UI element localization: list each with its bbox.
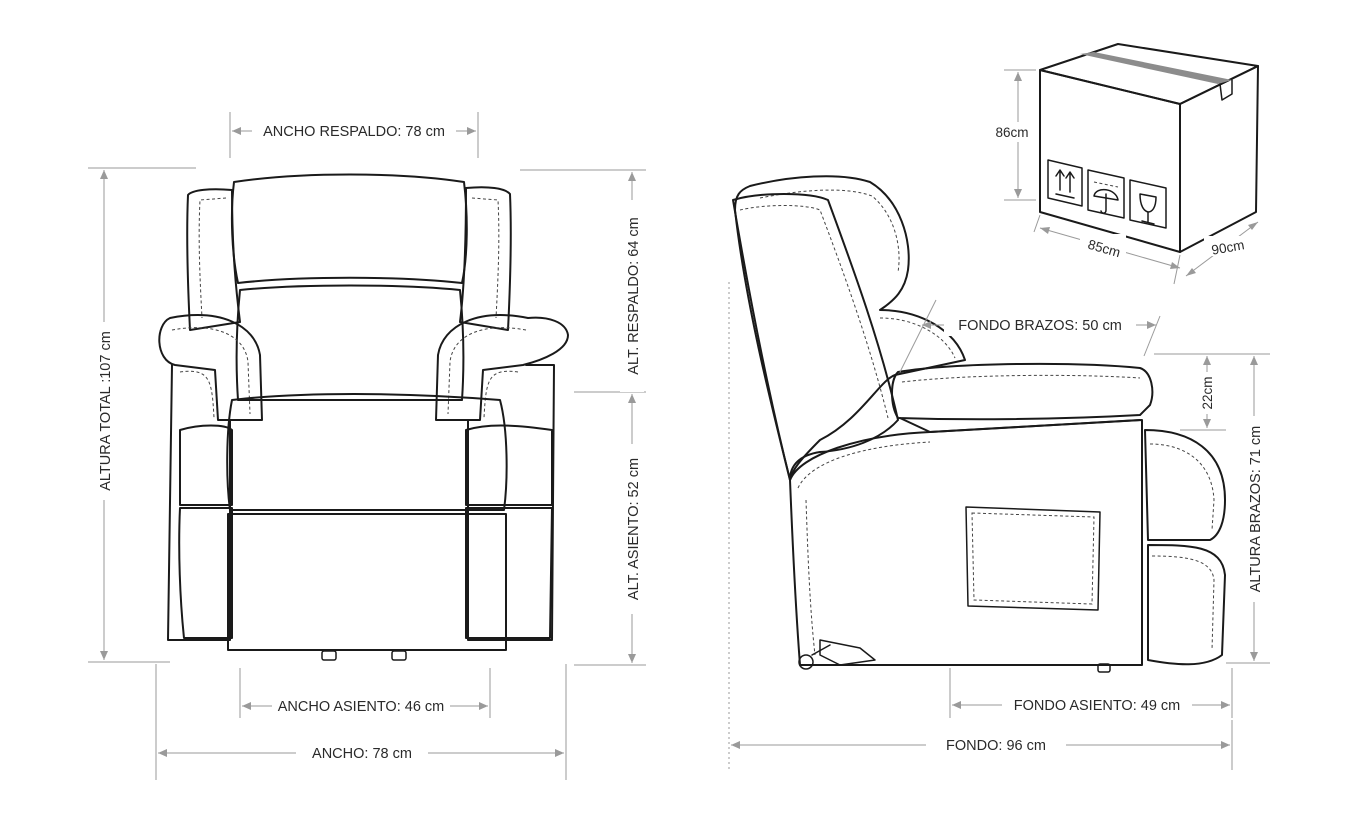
brazo-alto-label: 22cm bbox=[1200, 376, 1215, 409]
alt-respaldo-label: ALT. RESPALDO: 64 cm bbox=[626, 217, 642, 374]
fondo-label: FONDO: 96 cm bbox=[946, 738, 1046, 754]
altura-brazos-label: ALTURA BRAZOS: 71 cm bbox=[1248, 426, 1264, 593]
ancho-label: ANCHO: 78 cm bbox=[312, 746, 412, 762]
this-way-up-icon bbox=[1047, 159, 1083, 207]
fondo-brazos-label: FONDO BRAZOS: 50 cm bbox=[958, 318, 1122, 334]
alt-asiento-label: ALT. ASIENTO: 52 cm bbox=[626, 458, 642, 600]
package-dimensions: 86cm 85cm 90cm bbox=[990, 69, 1259, 285]
keep-dry-icon bbox=[1087, 169, 1125, 219]
ancho-respaldo-label: ANCHO RESPALDO: 78 cm bbox=[263, 124, 445, 140]
fragile-icon bbox=[1129, 179, 1167, 229]
side-view-chair bbox=[732, 175, 1226, 673]
ancho-asiento-label: ANCHO ASIENTO: 46 cm bbox=[278, 699, 445, 715]
package-box bbox=[1039, 43, 1259, 253]
front-dimensions: ANCHO RESPALDO: 78 cm ALTURA TOTAL :107 … bbox=[88, 112, 646, 780]
box-depth-label: 90cm bbox=[1210, 237, 1245, 258]
front-view-chair bbox=[158, 173, 569, 661]
tape-strip bbox=[1080, 52, 1232, 84]
box-height-label: 86cm bbox=[995, 125, 1028, 140]
side-dimensions: FONDO BRAZOS: 50 cm 22cm ALTURA BRAZOS: … bbox=[728, 282, 1270, 770]
altura-total-label: ALTURA TOTAL :107 cm bbox=[98, 331, 114, 491]
fondo-asiento-label: FONDO ASIENTO: 49 cm bbox=[1014, 698, 1181, 714]
